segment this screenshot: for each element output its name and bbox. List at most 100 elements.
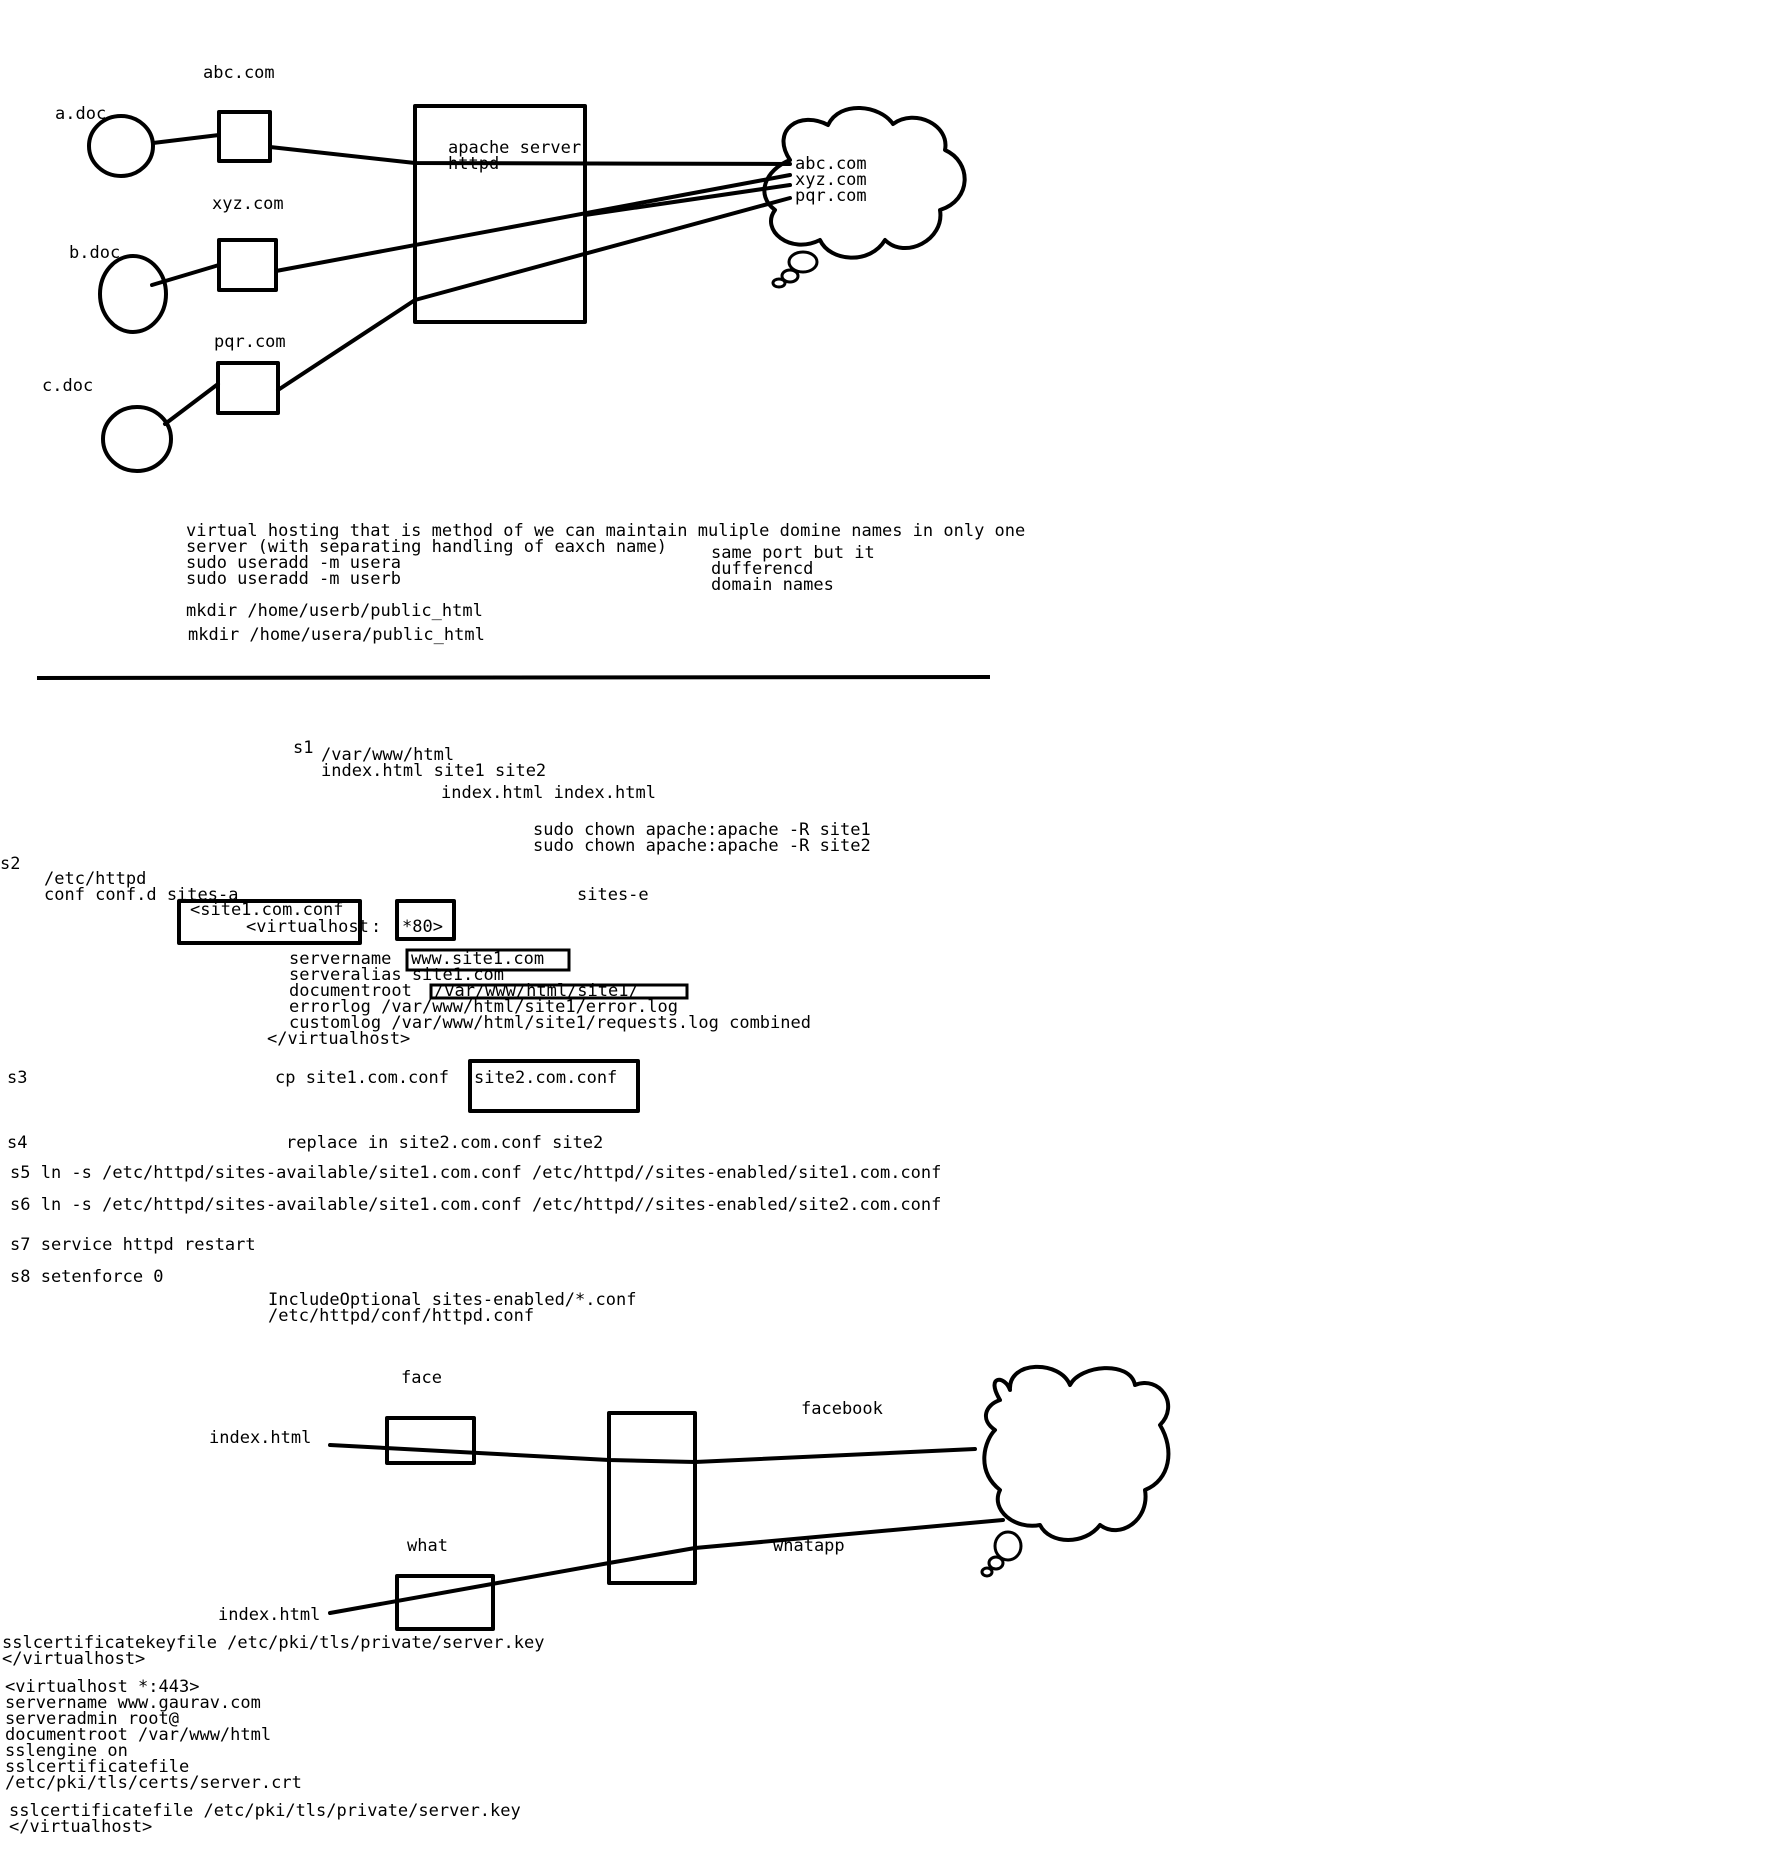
internet-cloud (762, 106, 967, 260)
connector-a-abc (151, 133, 221, 145)
step-s1-label: s1 (293, 738, 313, 758)
ssl-certfile-key: sslcertificatefile (5, 1757, 189, 1777)
s1-sub: index.html index.html (441, 783, 656, 803)
ssl-close-1: </virtualhost> (2, 1649, 145, 1669)
servername-value: www.site1.com (411, 949, 544, 969)
note-side-2: dufferencd (711, 559, 813, 579)
ssl-vhost-443: <virtualhost *:443> (5, 1677, 199, 1697)
whatapp-label: whatapp (773, 1536, 845, 1556)
s1-tree: index.html site1 site2 (321, 761, 546, 781)
include-optional: IncludeOptional sites-enabled/*.conf (268, 1290, 636, 1310)
cloud-bubble-small (771, 277, 787, 289)
cp-target-box (468, 1059, 640, 1113)
step-s7: s7 service httpd restart (10, 1235, 256, 1255)
doc-a-label: a.doc (55, 104, 106, 124)
conf-file-name: <site1.com.conf (190, 900, 344, 920)
cloud2-bubble-medium (987, 1555, 1005, 1571)
note-line-4: sudo useradd -m userb (186, 569, 401, 589)
servername-box (405, 948, 571, 972)
what-label: what (407, 1536, 448, 1556)
cp-target: site2.com.conf (474, 1068, 617, 1088)
route-abc (268, 145, 792, 166)
replace-text: replace in site2.com.conf site2 (286, 1133, 603, 1153)
errorlog: errorlog /var/www/html/site1/error.log (289, 997, 678, 1017)
domain-label-xyz: xyz.com (212, 194, 284, 214)
vhost-close: </virtualhost> (267, 1029, 410, 1049)
ssl-certfile-path: /etc/pki/tls/certs/server.crt (5, 1773, 302, 1793)
note-mkdir-1: mkdir /home/userb/public_html (186, 601, 483, 621)
steps-block: s1 /var/www/html index.html site1 site2 … (0, 738, 941, 1326)
route-xyz (274, 173, 792, 273)
documentroot-box (429, 983, 689, 1000)
ssl-keyfile-1: sslcertificatekeyfile /etc/pki/tls/priva… (2, 1633, 544, 1653)
vhost-open: <virtualhost (246, 917, 369, 937)
domain-label-pqr: pqr.com (214, 332, 286, 352)
cloud2-bubble-small (980, 1566, 994, 1578)
vhost-port: *80> (402, 917, 443, 937)
note-line-3: sudo useradd -m usera (186, 553, 401, 573)
route-xyz-extra (583, 183, 792, 217)
section-divider (36, 675, 991, 680)
note-line-2: server (with separating handling of eaxc… (186, 537, 667, 557)
route-face (328, 1443, 977, 1464)
cloud2-bubble-large (993, 1530, 1023, 1562)
cp-command: cp site1.com.conf (275, 1068, 449, 1088)
documentroot-value: /var/www/html/site1/ (434, 981, 639, 1001)
cloud-domain-abc: abc.com (795, 154, 867, 174)
step-s6: s6 ln -s /etc/httpd/sites-available/site… (10, 1195, 941, 1215)
index-label-2: index.html (218, 1605, 320, 1625)
cloud-domain-xyz: xyz.com (795, 170, 867, 190)
connector-c-pqr (163, 382, 220, 426)
domain-label-abc: abc.com (203, 63, 275, 83)
route-what (328, 1518, 1005, 1615)
step-s4-label: s4 (7, 1133, 27, 1153)
face-label: face (401, 1368, 442, 1388)
ssl-servername: servername www.gaurav.com (5, 1693, 261, 1713)
ssl-config-block: sslcertificatekeyfile /etc/pki/tls/priva… (2, 1633, 544, 1837)
cloud-bubble-large (787, 250, 819, 274)
cloud-bubble-medium (780, 268, 800, 284)
notes-block: virtual hosting that is method of we can… (36, 521, 1025, 680)
etc-httpd: /etc/httpd (44, 869, 146, 889)
doc-b-circle (98, 254, 168, 334)
index-label-1: index.html (209, 1428, 311, 1448)
doc-c-circle (101, 405, 173, 473)
bottom-diagram: face index.html what index.html facebook… (209, 1364, 1171, 1631)
domain-box-pqr (216, 361, 280, 415)
ssl-engine: sslengine on (5, 1741, 128, 1761)
route-pqr (276, 196, 792, 392)
doc-a-circle (87, 114, 155, 178)
servername-key: servername (289, 949, 391, 969)
cloud-domain-pqr: pqr.com (795, 186, 867, 206)
what-box (395, 1574, 495, 1631)
ssl-documentroot: documentroot /var/www/html (5, 1725, 271, 1745)
documentroot-key: documentroot (289, 981, 412, 1001)
ssl-keyfile-2: sslcertificatefile /etc/pki/tls/private/… (9, 1801, 521, 1821)
step-s8: s8 setenforce 0 (10, 1267, 164, 1287)
doc-c-label: c.doc (42, 376, 93, 396)
customlog: customlog /var/www/html/site1/requests.l… (289, 1013, 811, 1033)
top-diagram: a.doc b.doc c.doc abc.com xyz.com pqr.co… (42, 63, 967, 473)
server-box (607, 1411, 697, 1585)
step-s3-label: s3 (7, 1068, 27, 1088)
doc-b-label: b.doc (69, 243, 120, 263)
step-s5: s5 ln -s /etc/httpd/sites-available/site… (10, 1163, 941, 1183)
face-box (385, 1416, 476, 1465)
internet-cloud-2 (982, 1364, 1171, 1542)
ssl-close-2: </virtualhost> (9, 1817, 152, 1837)
conf-file-box (177, 899, 362, 945)
note-side-3: domain names (711, 575, 834, 595)
note-line-1: virtual hosting that is method of we can… (186, 521, 1025, 541)
step-s2-label: s2 (0, 854, 20, 874)
chown-1: sudo chown apache:apache -R site1 (533, 820, 871, 840)
domain-box-xyz (217, 238, 278, 292)
s1-path: /var/www/html (321, 745, 454, 765)
connector-b-xyz (150, 263, 221, 287)
sites-e: sites-e (577, 885, 649, 905)
httpd-conf-path: /etc/httpd/conf/httpd.conf (268, 1306, 534, 1326)
facebook-label: facebook (801, 1399, 883, 1419)
chown-2: sudo chown apache:apache -R site2 (533, 836, 871, 856)
ssl-serveradmin: serveradmin root@ (5, 1709, 179, 1729)
vhost-colon: : (371, 917, 381, 937)
